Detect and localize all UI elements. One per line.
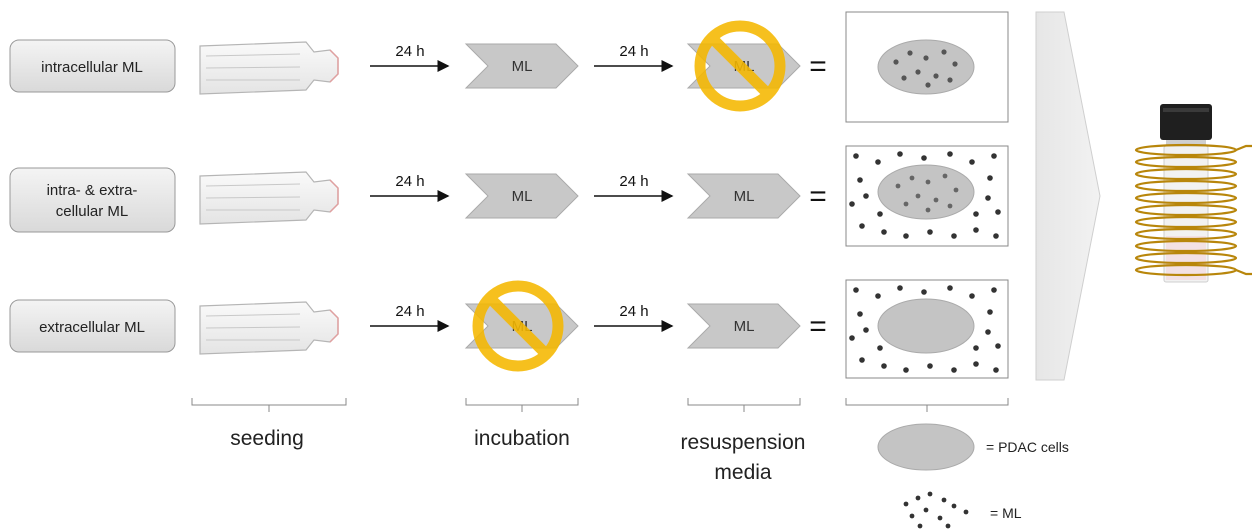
chevron-label: ML (512, 188, 533, 205)
stage-label-seeding: seeding (230, 427, 304, 450)
ml-particles-intracellular (895, 173, 959, 213)
resuspension-chevron (686, 303, 801, 349)
row-label-line2: cellular ML (56, 203, 129, 220)
vial-in-coil-icon (1134, 104, 1252, 283)
equals-sign: = (809, 180, 827, 213)
row-label: extracellular ML (39, 319, 145, 336)
chevron-label: ML (734, 188, 755, 205)
pdac-cell (877, 298, 975, 354)
result-panel (845, 145, 1009, 247)
row-label-box (9, 299, 176, 353)
arrow-label: 24 h (395, 173, 424, 190)
row-label: intracellular ML (41, 59, 143, 76)
legend-ml-swatch (903, 491, 969, 529)
arrow-label: 24 h (395, 43, 424, 60)
arrow-label: 24 h (619, 43, 648, 60)
equals-sign: = (809, 310, 827, 343)
arrow-label: 24 h (395, 303, 424, 320)
incubation-chevron (464, 43, 579, 89)
incubation-chevron (464, 173, 579, 219)
chevron-label: ML (734, 318, 755, 335)
chevron-label: ML (512, 58, 533, 75)
resuspension-chevron (686, 173, 801, 219)
prohibited-icon (694, 20, 786, 112)
coil-windings (1134, 143, 1252, 277)
legend-pdac-swatch (877, 423, 975, 471)
culture-flask-icon (199, 301, 339, 355)
stage-bracket-incubation (465, 398, 579, 412)
row-intracellular: intracellular ML 24 h ML 24 h ML = (9, 11, 1009, 123)
ml-particles-intracellular (893, 49, 958, 88)
stage-label-incubation: incubation (474, 427, 570, 450)
ml-particles-extracellular (849, 285, 1001, 373)
arrow-label: 24 h (619, 303, 648, 320)
equals-sign: = (809, 50, 827, 83)
stage-label-resuspension: resuspension (681, 431, 806, 454)
combine-arrow (1035, 11, 1101, 381)
row-label-line1: intra- & extra- (47, 182, 138, 199)
result-panel (845, 11, 1009, 123)
culture-flask-icon (199, 171, 339, 225)
row-extracellular: extracellular ML 24 h ML 24 h ML = (9, 279, 1009, 379)
prohibited-icon (472, 280, 564, 372)
culture-flask-icon (199, 41, 339, 95)
row-label-box (9, 39, 176, 93)
ml-particles-extracellular (849, 151, 1001, 239)
legend-ml-label: = ML (990, 505, 1022, 521)
arrow-label: 24 h (619, 173, 648, 190)
stage-label-media: media (714, 461, 772, 484)
legend-pdac-label: = PDAC cells (986, 439, 1069, 455)
stage-bracket-seeding (191, 398, 347, 412)
row-label-box (9, 167, 176, 233)
stage-bracket-resuspension (687, 398, 801, 412)
legend: = PDAC cells = ML (877, 423, 1069, 529)
stage-bracket-result (845, 398, 1009, 412)
row-intra-extracellular: intra- & extra- cellular ML 24 h ML 24 h… (9, 145, 1009, 247)
result-panel (845, 279, 1009, 379)
